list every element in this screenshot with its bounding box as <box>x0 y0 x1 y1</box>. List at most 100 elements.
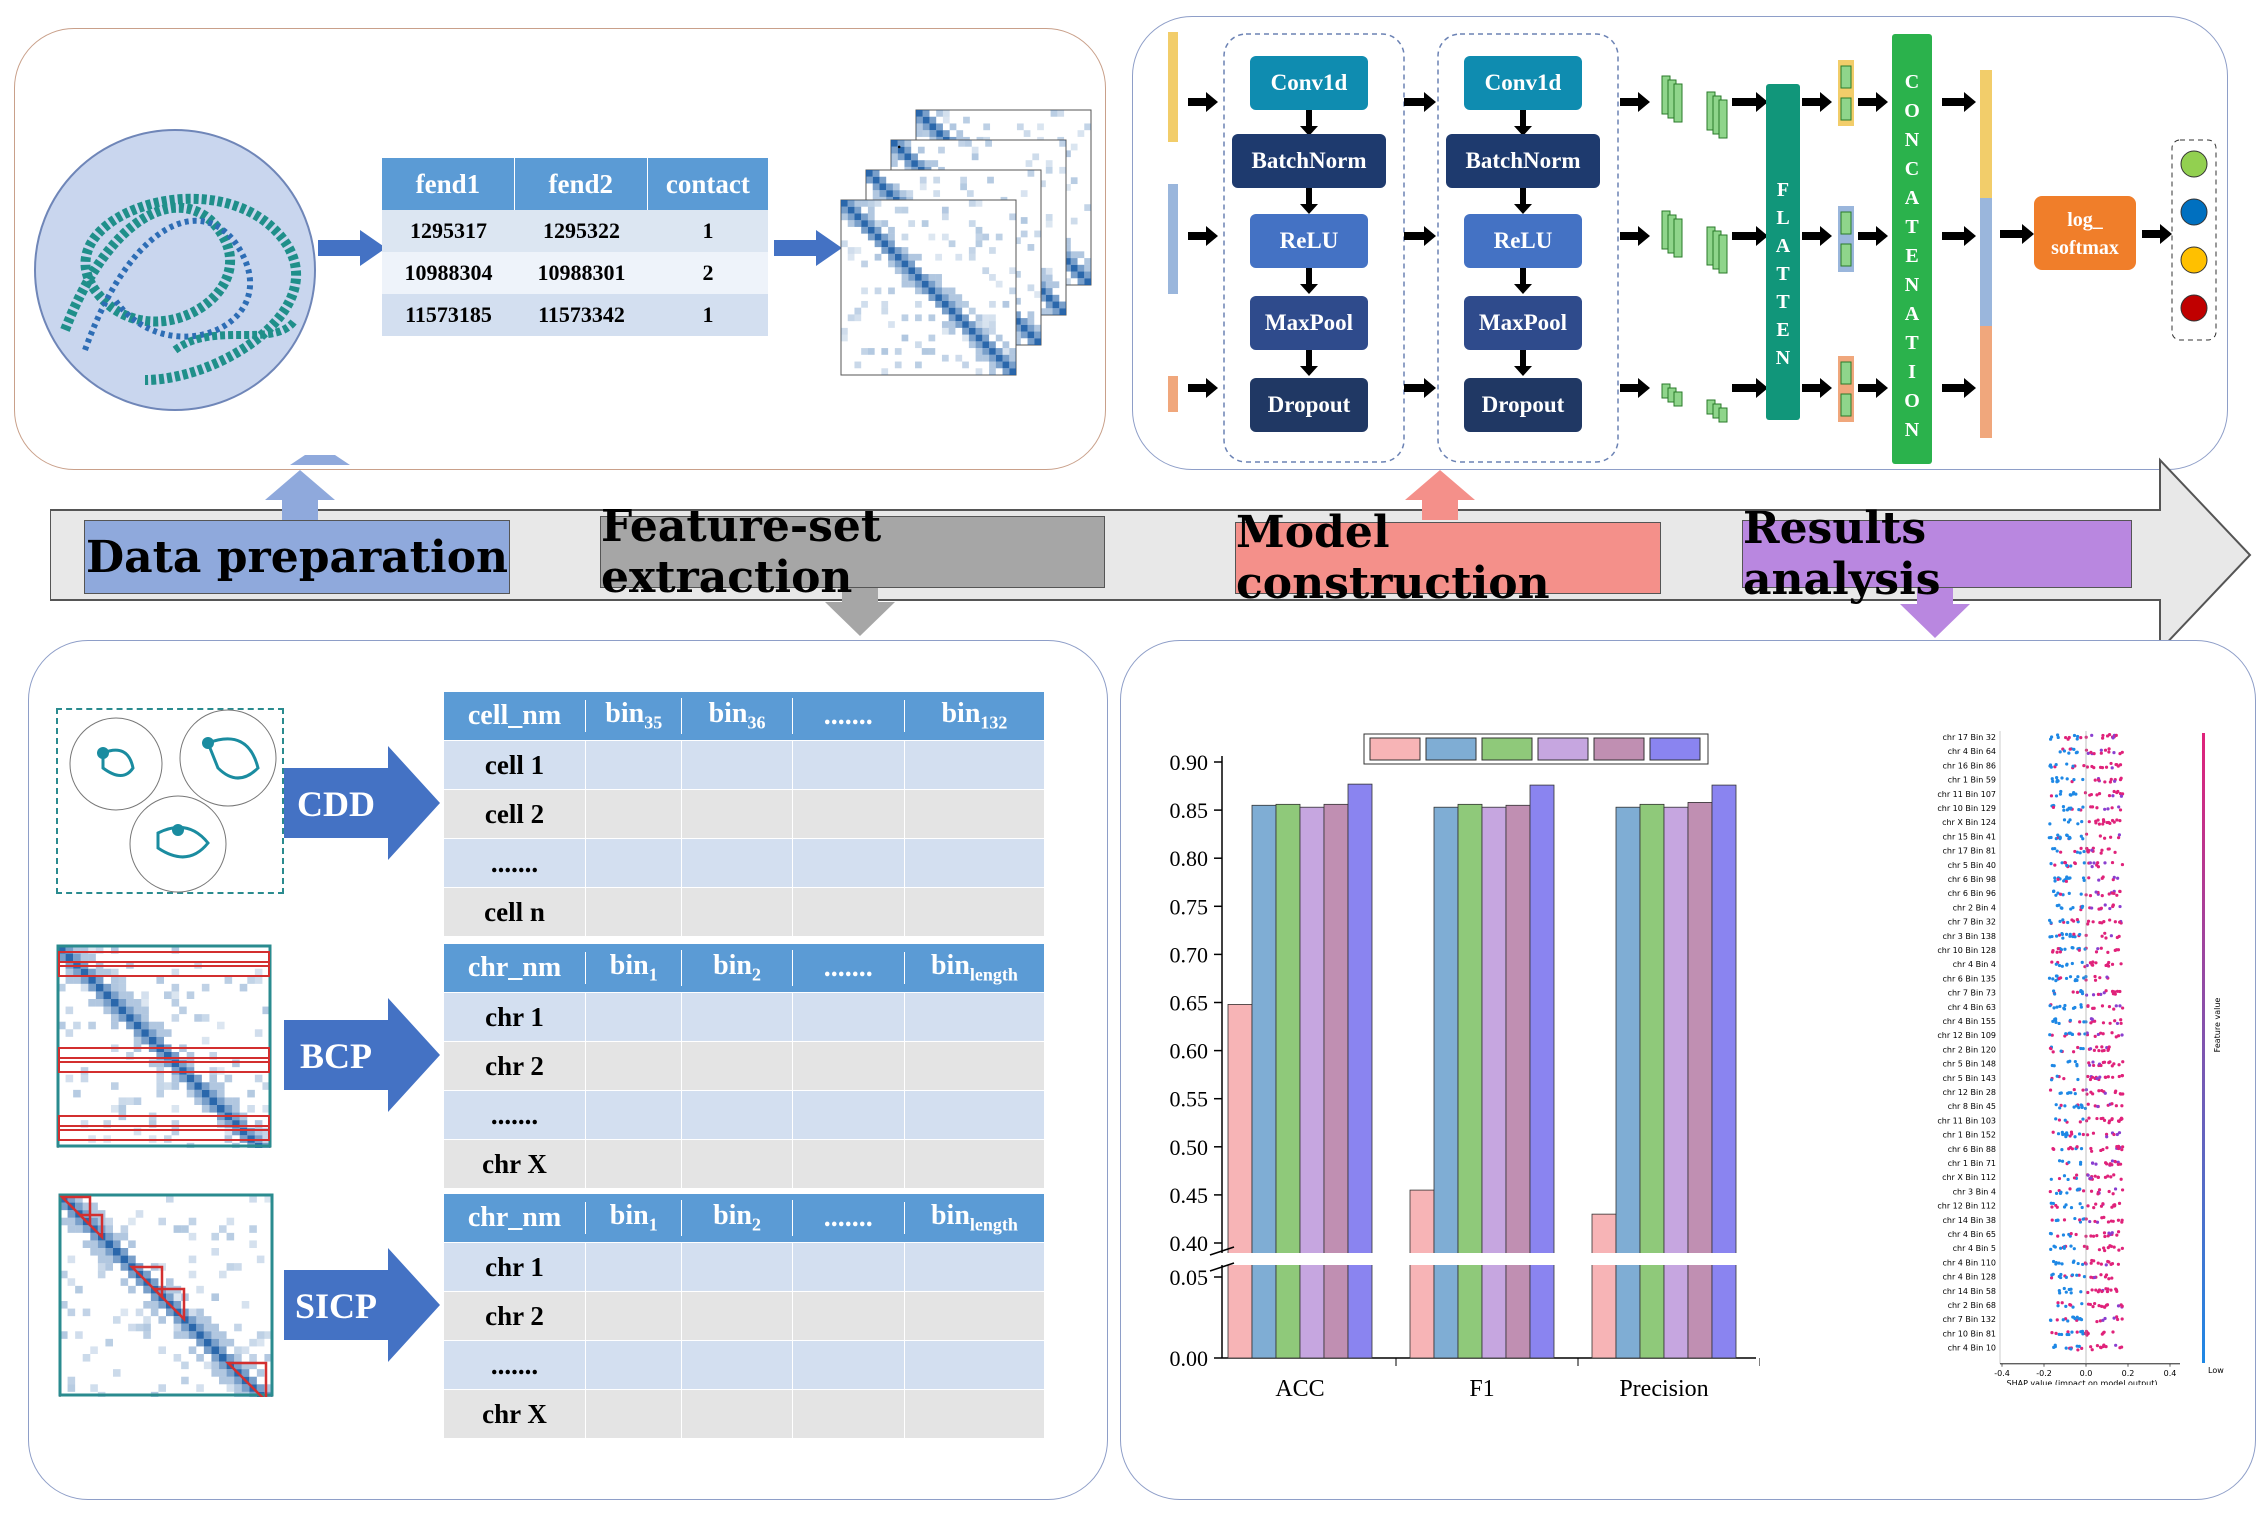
table-cell: 10988301 <box>537 260 626 285</box>
shap-feature-label: chr 12 Bin 112 <box>1937 1202 1996 1211</box>
down-arrow-icon <box>1900 582 1970 638</box>
svg-text:T: T <box>1776 263 1790 285</box>
shap-feature-label: chr 1 Bin 59 <box>1948 776 1996 785</box>
shap-feature-label: chr X Bin 112 <box>1942 1173 1996 1182</box>
shap-x-tick: -0.4 <box>1994 1369 2010 1378</box>
row-label: chr 1 <box>485 1251 544 1282</box>
cnn-layer-relu: ReLU <box>1464 214 1582 268</box>
bar <box>1323 803 1349 1359</box>
bar <box>1591 1213 1617 1359</box>
bar <box>1433 806 1459 1359</box>
svg-text:O: O <box>1904 100 1920 122</box>
bar <box>1251 804 1277 1359</box>
shap-feature-label: chr 5 Bin 148 <box>1942 1060 1996 1069</box>
shap-x-tick: 0.2 <box>2122 1369 2135 1378</box>
y-tick-label: 0.65 <box>1170 991 1209 1016</box>
shap-feature-label: chr 14 Bin 38 <box>1942 1216 1996 1225</box>
row-label: chr X <box>482 1148 547 1179</box>
shap-feature-label: chr 14 Bin 58 <box>1942 1287 1996 1296</box>
table-row: cell 1 <box>444 740 1044 789</box>
table-row: chr X <box>444 1389 1044 1438</box>
x-tick-label: ACC <box>1275 1376 1324 1402</box>
table-cell: 11573342 <box>538 302 625 327</box>
cnn-layer-dropout: Dropout <box>1464 378 1582 432</box>
arrow-icon <box>774 230 842 266</box>
shap-feature-label: chr 5 Bin 40 <box>1948 861 1996 870</box>
table-header: ....... <box>793 1202 905 1234</box>
shap-feature-label: chr 2 Bin 120 <box>1942 1045 1996 1054</box>
row-label: ....... <box>490 1349 539 1380</box>
bar <box>1711 784 1737 1359</box>
y-tick-label: 0.05 <box>1170 1265 1209 1290</box>
bar <box>1663 806 1689 1359</box>
svg-text:T: T <box>1905 332 1919 354</box>
shap-feature-label: chr 5 Bin 143 <box>1942 1074 1996 1083</box>
bar <box>1347 783 1373 1359</box>
x-tick-label: F1 <box>1469 1376 1494 1402</box>
stage-results-analysis: Results analysis <box>1742 503 2132 605</box>
legend-swatch <box>1593 737 1645 761</box>
cnn-layer-maxpool: MaxPool <box>1250 296 1368 350</box>
legend-swatch <box>1425 737 1477 761</box>
shap-colorbar-label: Feature value <box>2213 998 2222 1053</box>
shap-feature-label: chr 11 Bin 107 <box>1937 790 1996 799</box>
table-cell: 1 <box>702 302 714 327</box>
table-row: chr 1 <box>444 992 1044 1041</box>
y-tick-label: 0.45 <box>1170 1183 1209 1208</box>
feature-arrow-icon: CDD <box>284 746 440 860</box>
svg-text:A: A <box>1776 235 1791 257</box>
y-tick-label: 0.90 <box>1170 750 1209 775</box>
row-label: chr X <box>482 1398 547 1429</box>
bar <box>1615 806 1641 1359</box>
bar <box>1457 803 1483 1359</box>
table-header: cell_nm <box>444 700 587 732</box>
table-header: ....... <box>793 952 905 984</box>
legend-swatch <box>1649 737 1701 761</box>
nucleus-illustration <box>34 129 316 411</box>
shap-feature-label: chr 6 Bin 96 <box>1948 889 1996 898</box>
shap-feature-label: chr 4 Bin 110 <box>1942 1258 1996 1267</box>
y-tick-label: 0.40 <box>1170 1231 1209 1256</box>
shap-feature-label: chr 4 Bin 4 <box>1953 960 1996 969</box>
svg-text:A: A <box>1905 303 1920 325</box>
feature-arrow-icon: SICP <box>284 1248 440 1362</box>
shap-feature-label: chr 17 Bin 32 <box>1942 733 1996 742</box>
y-tick-label: 0.80 <box>1170 846 1209 871</box>
table-row: chr 2 <box>444 1291 1044 1340</box>
row-label: cell n <box>484 896 545 927</box>
bcp-heatmap <box>56 944 272 1148</box>
table-header: bin36 <box>682 698 793 734</box>
sicp-heatmap <box>58 1193 274 1397</box>
svg-text:A: A <box>1905 187 1920 209</box>
svg-text:E: E <box>1905 245 1918 267</box>
y-tick-label: 0.50 <box>1170 1135 1209 1160</box>
shap-feature-label: chr 12 Bin 109 <box>1937 1031 1996 1040</box>
svg-text:N: N <box>1905 129 1920 151</box>
shap-feature-label: chr 12 Bin 28 <box>1942 1088 1996 1097</box>
heatmap-stack: . <box>840 109 1092 376</box>
shap-feature-label: chr 7 Bin 73 <box>1948 989 1996 998</box>
svg-text:.: . <box>896 129 902 153</box>
stage-feature-extraction: Feature-set extraction <box>600 501 1105 603</box>
table-header: bin35 <box>586 698 683 734</box>
table-header: chr_nm <box>444 1202 587 1234</box>
svg-text:log_: log_ <box>2067 209 2104 231</box>
shap-feature-label: chr 15 Bin 41 <box>1942 832 1996 841</box>
feature-label: SICP <box>295 1286 377 1326</box>
shap-x-tick: -0.2 <box>2036 1369 2052 1378</box>
cnn-layer-conv1d: Conv1d <box>1250 56 1368 110</box>
table-header: fend2 <box>514 158 648 210</box>
table-header: ....... <box>793 700 905 732</box>
y-tick-label: 0.85 <box>1170 798 1209 823</box>
svg-text:T: T <box>1776 291 1790 313</box>
svg-text:C: C <box>1905 158 1919 180</box>
table-header: bin132 <box>941 698 1008 733</box>
row-label: chr 2 <box>485 1300 544 1331</box>
table-row: ....... <box>444 1090 1044 1139</box>
